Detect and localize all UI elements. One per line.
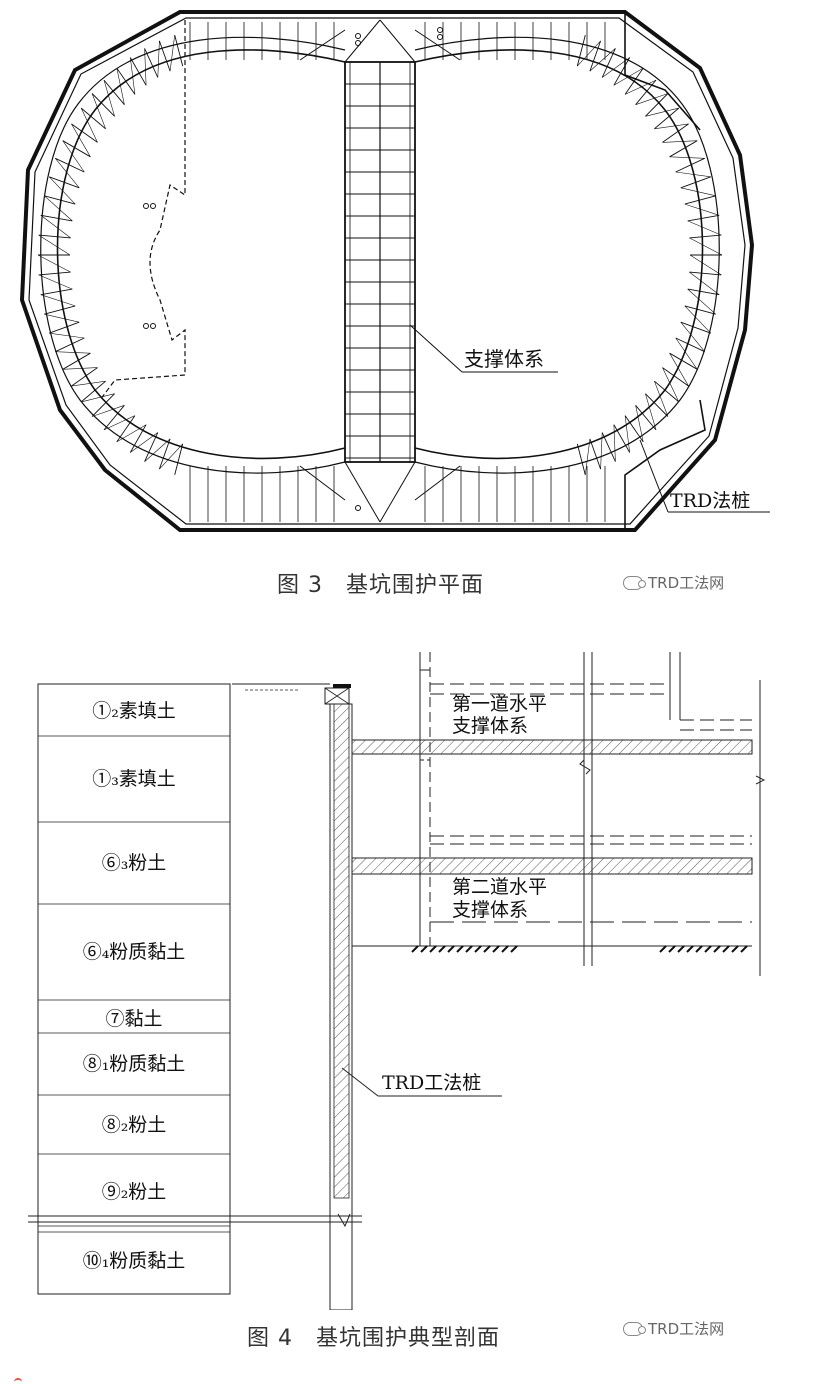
inner-left-lobe [56,49,346,460]
first-horizontal-strut [351,739,753,755]
second-horizontal-strut [351,857,753,875]
soil-layer-1: ①₂素填土 [92,700,176,722]
watermark-top: TRD工法网 [623,572,724,593]
strut2-label-line2: 支撑体系 [452,899,528,921]
soil-layer-2: ①₃素填土 [92,768,176,790]
figure3-caption: 图 3 基坑围护平面 [277,573,484,598]
soil-layer-8: ⑨₂粉土 [102,1181,167,1203]
watermark-bottom: TRD工法网 [623,1318,724,1339]
watermark-text: TRD工法网 [648,1320,725,1338]
support-system-label: 支撑体系 [464,347,544,371]
trd-pile-label: TRD法桩 [670,490,750,512]
strut1-label-line1: 第一道水平 [452,693,547,715]
soil-layer-6: ⑧₁粉质黏土 [83,1053,186,1075]
pile-markers [143,27,443,511]
trd-outer-wall [19,10,755,532]
wechat-icon [623,1321,646,1336]
strut1-label-line2: 支撑体系 [452,715,528,737]
soil-layer-5: ⑦黏土 [105,1008,162,1030]
strut2-label-line1: 第二道水平 [452,876,547,898]
foundation-pit-plan-diagram: 支撑体系 TRD法桩 [19,10,770,532]
existing-structure-outline [99,20,186,401]
corner-mark [14,1378,22,1384]
central-strut-grid [299,19,461,523]
soil-layer-4: ⑥₄粉质黏土 [83,941,186,963]
inner-right-lobe [414,49,704,460]
trd-pile-section-label: TRD工法桩 [382,1072,481,1094]
soil-layer-7: ⑧₂粉土 [102,1114,167,1136]
watermark-text: TRD工法网 [648,574,725,592]
soil-layer-9: ⑩₁粉质黏土 [83,1250,186,1272]
foundation-pit-section-diagram: ①₂素填土 ①₃素填土 ⑥₃粉土 ⑥₄粉质黏土 ⑦黏土 ⑧₁粉质黏土 ⑧₂粉土 … [28,652,766,1310]
wechat-icon [623,575,646,590]
soil-column [37,683,231,1295]
trd-wall [324,684,353,1310]
soil-layer-3: ⑥₃粉土 [102,852,167,874]
figure4-caption: 图 4 基坑围护典型剖面 [247,1326,500,1351]
excavation-base-marks [411,945,748,953]
